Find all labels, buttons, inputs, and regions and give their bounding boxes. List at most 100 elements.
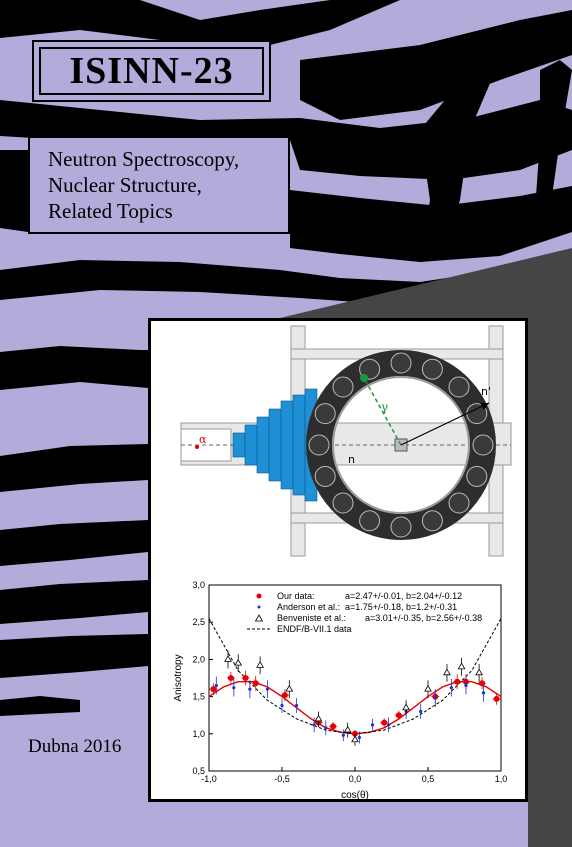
y-axis-label: Anisotropy [173,654,184,701]
point-anderson [481,691,486,695]
point-benveniste [256,661,264,668]
legend-name-our: Our data: [277,591,315,601]
point-anderson [419,709,423,714]
neutron-label: n [348,453,355,466]
legend-marker-anderson [257,605,261,609]
point-anderson [214,683,218,688]
point-our-data [227,675,234,681]
ring-module [390,516,412,538]
point-anderson [312,723,316,727]
scattered-neutron-path [400,402,490,446]
stripe-10 [0,580,148,624]
point-anderson [324,726,328,730]
point-anderson [370,723,375,727]
ring-modules [308,352,494,538]
point-benveniste [285,684,294,692]
alpha-label: α [199,433,207,446]
ring-module [472,434,494,456]
x-tick-label: 0,0 [349,774,362,784]
alpha-detector-2 [244,424,258,466]
subtitle-line-2: Nuclear Structure, [48,173,202,197]
ring-module [421,358,443,380]
point-our-data [352,730,358,737]
ring-module [314,465,336,487]
point-anderson [433,696,437,700]
dark-wedge [280,248,572,847]
point-anderson [280,703,284,708]
point-benveniste [457,662,466,670]
point-anderson [386,723,391,727]
gamma-detector-hit [360,374,368,382]
alpha-detector-3 [256,416,270,474]
ring-module [421,510,443,532]
gamma-path [363,377,402,446]
ring-module [308,434,330,456]
subtitle-line-1: Neutron Spectroscopy, [48,147,240,171]
point-our-data [395,712,402,719]
alpha-detector-4 [268,408,282,482]
point-our-data [454,678,461,685]
ring-module [390,352,412,374]
legend-name-endf: ENDF/B-VII.1 data [277,624,352,634]
stripe-9 [0,520,148,566]
place-year: Dubna 2016 [28,736,122,757]
stripe-2 [300,10,572,120]
gamma-label: γ [381,400,388,414]
subtitle-frame: Neutron Spectroscopy, Nuclear Structure,… [28,136,290,234]
fit-curve [208,681,502,735]
stripe-12 [0,696,80,716]
point-our-data [242,675,249,681]
point-our-data [252,680,259,687]
point-anderson [295,703,299,708]
point-our-data [493,695,500,702]
stripe-13 [420,60,500,262]
stripe-14 [535,60,572,210]
ring-module [332,376,354,398]
ring-module [466,465,488,487]
x-tick-label: -1,0 [201,774,217,784]
alpha-detector-1 [232,432,246,458]
y-tick-label: 3,0 [192,580,205,590]
point-our-data [330,723,337,730]
y-tick-label: 2,5 [192,617,205,627]
point-benveniste [314,714,323,722]
apparatus-diagram: γ n' n α [180,325,512,557]
alpha-source-dot [195,445,199,449]
point-our-data [210,686,217,693]
legend-params-anderson: a=1.75+/-0.18, b=1.2+/-0.31 [345,602,457,612]
point-benveniste [443,668,451,676]
point-our-data [479,680,486,687]
ring-module [359,510,381,532]
ring-module [448,376,470,398]
stripe-11 [0,634,148,678]
ring-module [314,403,336,425]
detector-ring-inner [332,376,470,514]
point-benveniste [351,735,359,743]
stripe-7 [0,346,148,390]
stripe-4 [0,150,28,232]
x-tick-label: 1,0 [495,774,508,784]
legend-params-our: a=2.47+/-0.01, b=2.04+/-0.12 [345,591,462,601]
point-anderson [341,733,345,737]
alpha-detector-6 [292,394,306,496]
point-benveniste [224,655,232,662]
title-frame: ISINN-23 [32,40,271,102]
point-anderson [357,735,361,740]
legend-marker-our [256,593,262,599]
x-tick-label: 0,5 [422,774,435,784]
point-benveniste [402,703,410,711]
y-tick-label: 2,0 [192,654,205,664]
point-anderson [464,683,468,688]
point-benveniste [424,684,432,692]
legend-params-benveniste: a=3.01+/-0.35, b=2.56+/-0.38 [365,613,482,623]
x-tick-label: -0,5 [274,774,290,784]
stripe-1 [0,0,400,50]
point-our-data [281,692,288,699]
y-tick-label: 1,0 [192,729,205,739]
point-anderson [449,686,453,690]
scattered-arrow [480,403,489,410]
point-benveniste [475,668,483,676]
ring-module [332,492,354,514]
